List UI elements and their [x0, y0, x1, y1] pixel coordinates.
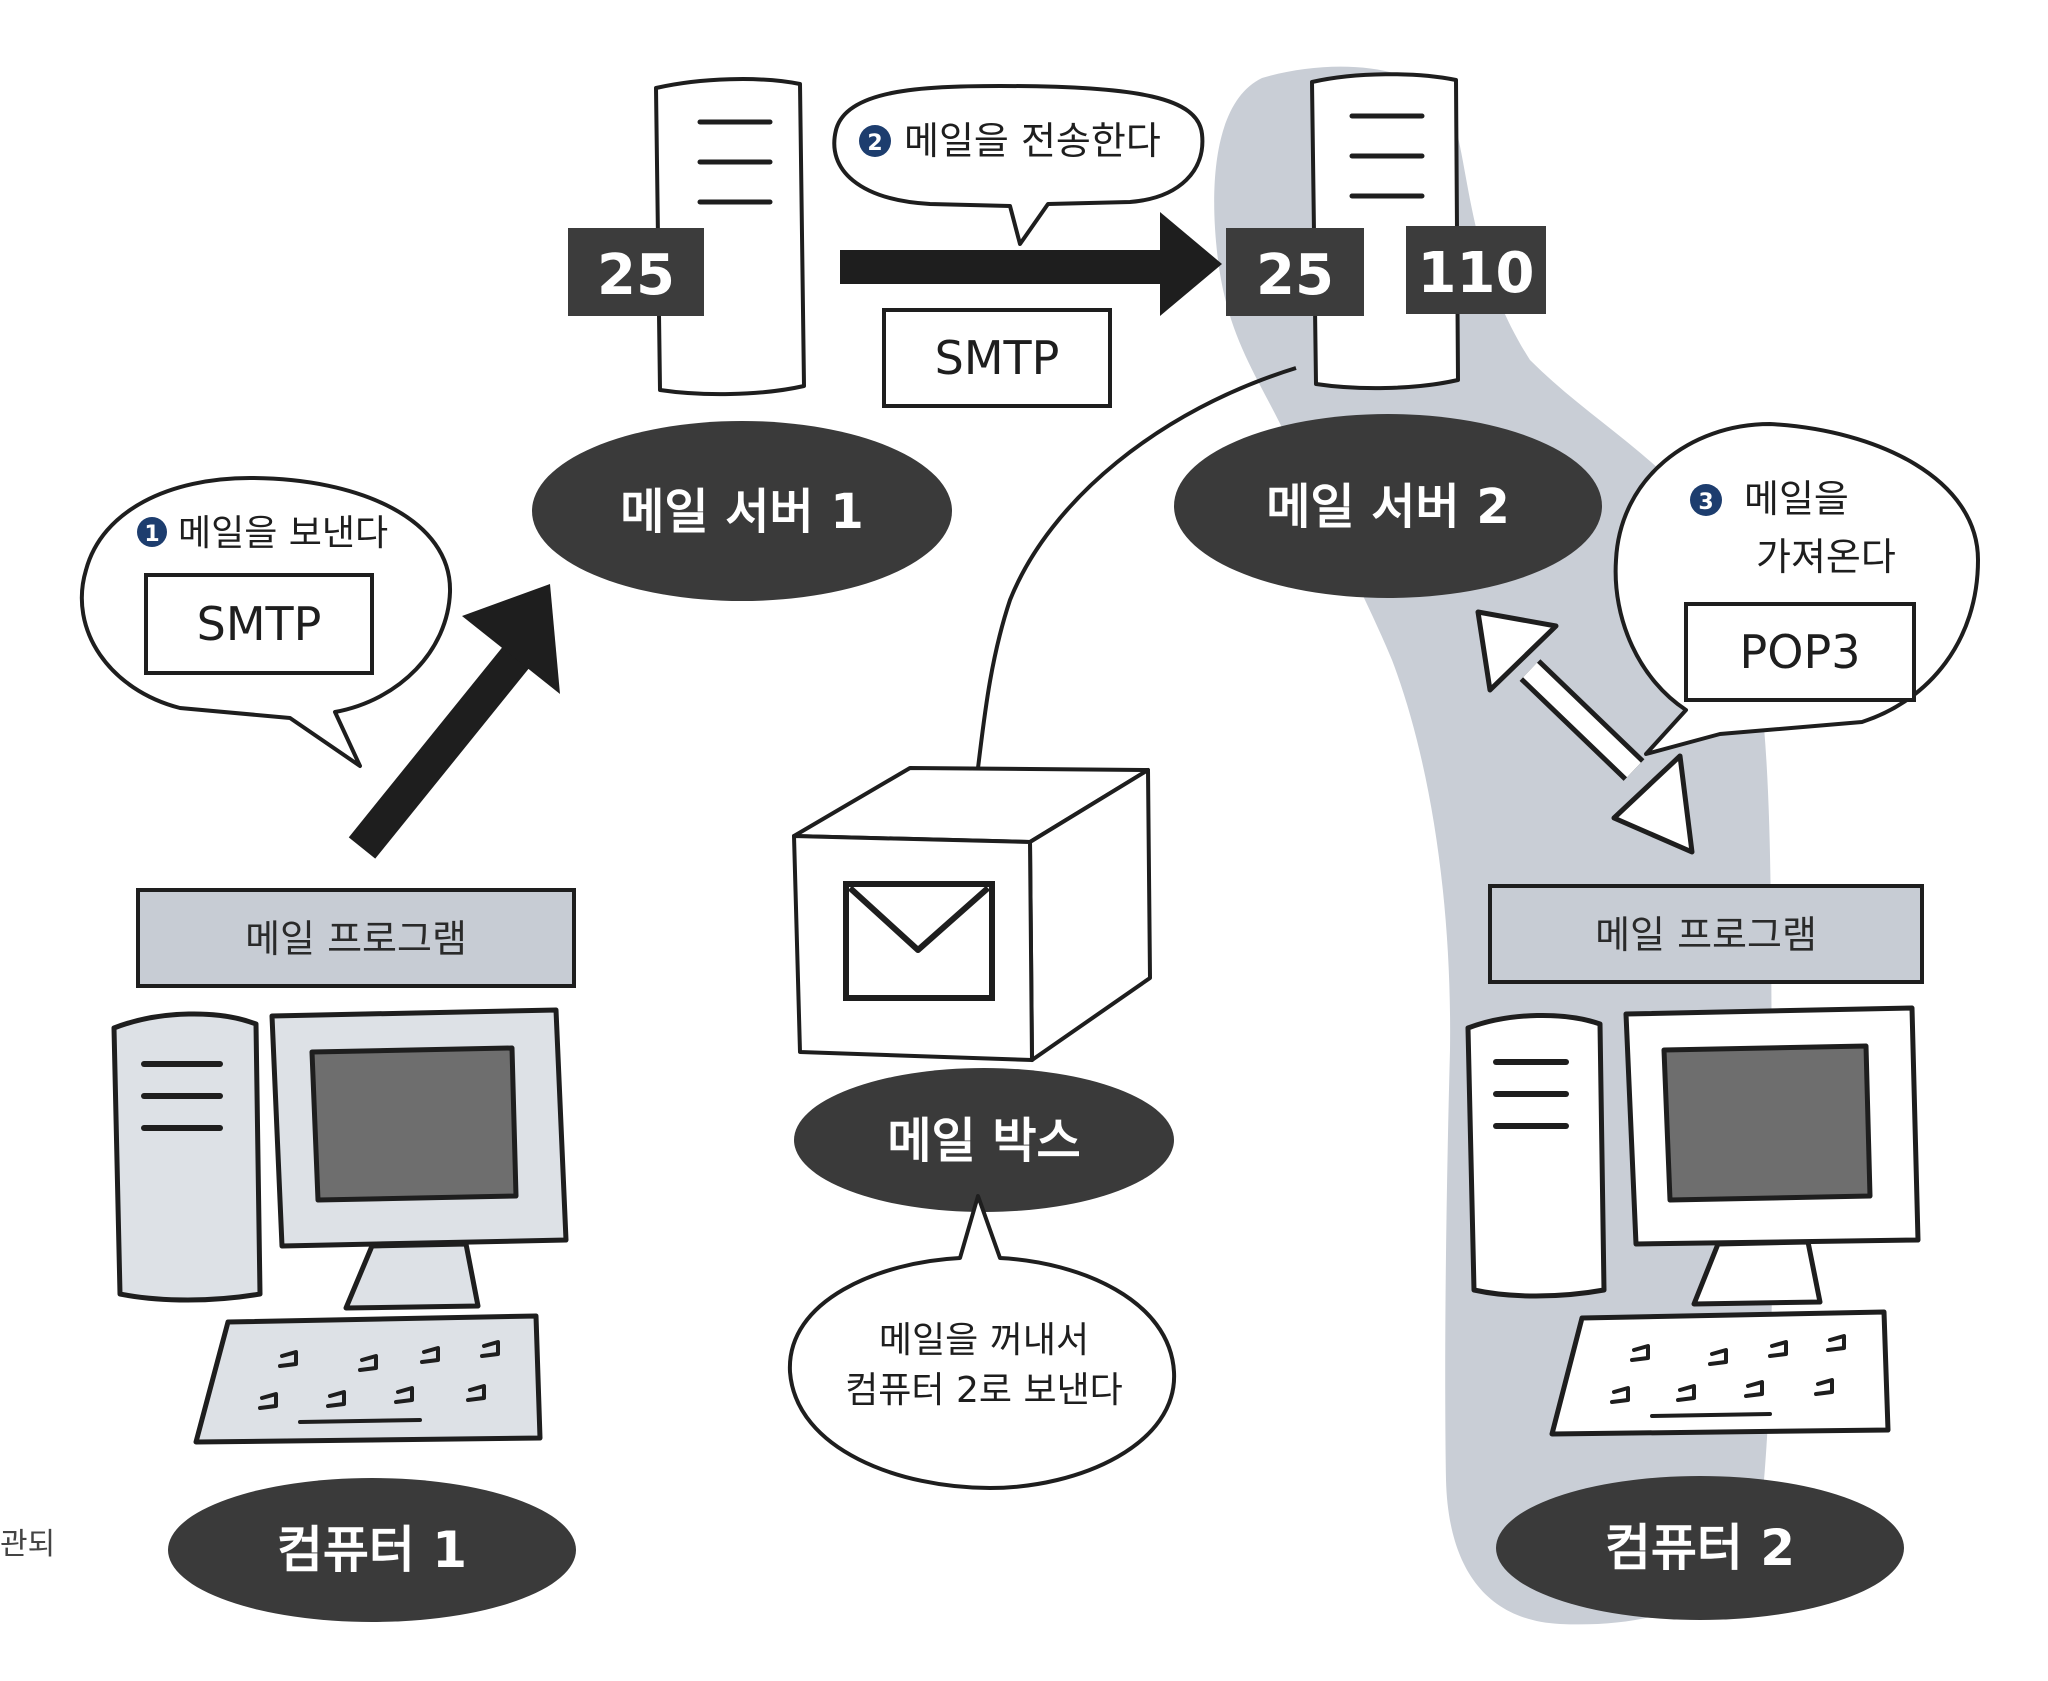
server-2-label-oval	[1174, 414, 1602, 598]
desktop-computer-icon	[111, 1007, 569, 1311]
step-1-badge	[137, 517, 167, 547]
computer-2-label-oval	[1496, 1476, 1904, 1620]
protocol-box-step-2	[882, 308, 1112, 408]
computer-2-program-label: 메일 프로그램	[1595, 913, 1817, 957]
computer-2-program-bar	[1488, 884, 1924, 984]
step-3-badge	[1690, 484, 1722, 516]
arrow-server2-computer2	[1475, 609, 1695, 855]
keyboard-icon	[193, 1313, 543, 1445]
step-1-number: 1	[144, 522, 159, 547]
step-3-number: 3	[1698, 490, 1713, 515]
protocol-box-step-1	[144, 573, 374, 675]
protocol-label-step-2: SMTP	[935, 331, 1060, 385]
mailbox-note-line-1: 메일을 꺼내서	[879, 1320, 1089, 1361]
arrow-computer1-to-server1	[348, 584, 560, 859]
connector-server2-mailbox	[976, 366, 1297, 769]
mailbox-label: 메일 박스	[887, 1113, 1080, 1169]
server-1-label-oval	[532, 421, 952, 601]
margin-text: 관되	[0, 1527, 55, 1562]
server-1-port-badge	[568, 228, 704, 316]
server-1-label: 메일 서버 1	[620, 484, 863, 540]
arrow-server1-to-server2	[840, 212, 1222, 316]
step-2-number: 2	[867, 131, 882, 156]
server-2-pop3-port: 110	[1418, 241, 1535, 306]
computer-2-label: 컴퓨터 2	[1605, 1519, 1795, 1577]
computer-1-program-bar	[136, 888, 576, 988]
server-2-label: 메일 서버 2	[1266, 479, 1509, 535]
step-2-text: 메일을 전송한다	[904, 119, 1161, 163]
speech-bubble-step-2	[832, 84, 1205, 246]
protocol-label-step-3: POP3	[1740, 625, 1861, 679]
computer-1-label: 컴퓨터 1	[277, 1521, 467, 1579]
server-2-smtp-port-badge	[1226, 228, 1364, 316]
step-1-text: 메일을 보낸다	[178, 513, 388, 554]
speech-bubble-mailbox-note	[787, 1194, 1177, 1490]
step-3-text-line-2: 가져온다	[1756, 535, 1896, 579]
desktop-computer-icon	[1465, 1005, 1921, 1307]
step-3-text-line-1: 메일을	[1744, 477, 1849, 521]
step-2-badge	[859, 125, 891, 157]
server-1-port: 25	[597, 243, 675, 308]
envelope-icon	[843, 881, 995, 1001]
protocol-box-step-3	[1684, 602, 1916, 702]
keyboard-icon	[1549, 1309, 1891, 1437]
server-2-pop3-port-badge	[1406, 226, 1546, 314]
computer-1-program-label: 메일 프로그램	[245, 917, 467, 961]
mailbox-label-oval	[794, 1068, 1174, 1212]
mailbox-note-line-2: 컴퓨터 2로 보낸다	[845, 1370, 1123, 1411]
protocol-label-step-1: SMTP	[197, 597, 322, 651]
computer-1-label-oval	[168, 1478, 576, 1622]
server-2-smtp-port: 25	[1256, 243, 1334, 308]
